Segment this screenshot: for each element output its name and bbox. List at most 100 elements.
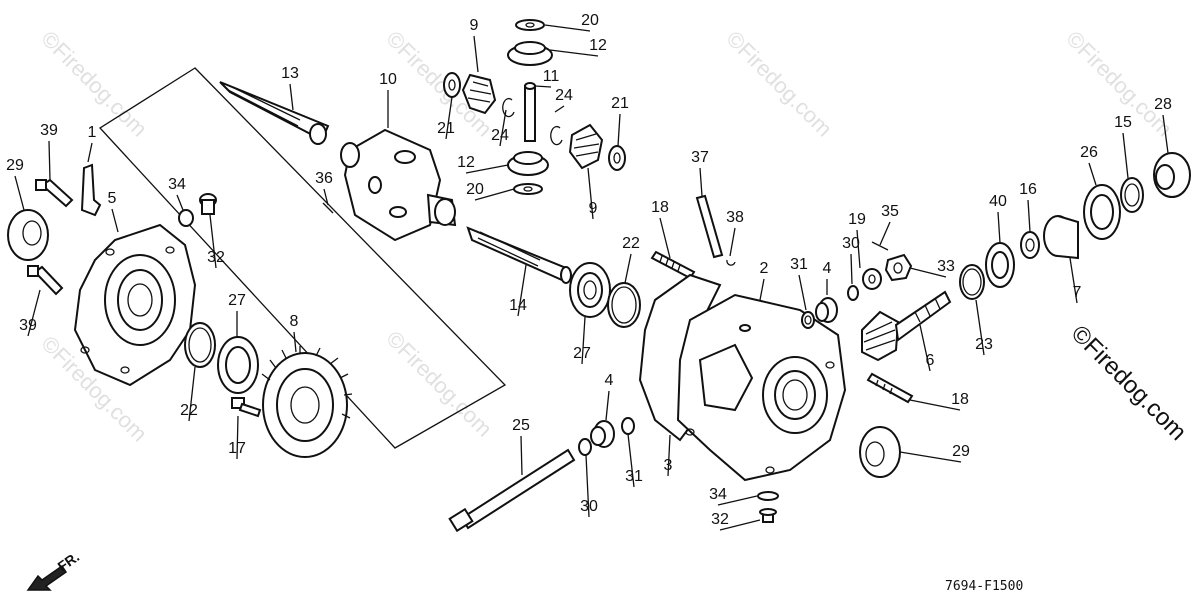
part-26-bearing (1083, 184, 1121, 240)
leader-line-13 (289, 83, 294, 111)
watermark-large: ©Firedog.com (1066, 320, 1192, 446)
part-32-plug-left (199, 193, 217, 215)
leader-line-27 (581, 316, 586, 365)
part-24-snap-ring-a (502, 97, 515, 118)
callout-23: 23 (975, 336, 993, 353)
part-18-stud-bottom (866, 372, 914, 404)
part-4-seal-lower (590, 420, 615, 448)
callout-20: 20 (466, 181, 484, 198)
leader-line-29 (14, 175, 25, 211)
part-40-bearing (985, 242, 1015, 288)
callout-34: 34 (709, 486, 727, 503)
part-25-long-bolt (448, 448, 576, 533)
part-2-transmission-case (676, 293, 847, 482)
part-21-washer-lower (608, 145, 626, 171)
callout-18: 18 (651, 199, 669, 216)
callout-33: 33 (937, 258, 955, 275)
callout-22: 22 (622, 235, 640, 252)
callout-4: 4 (605, 372, 614, 389)
watermark-6: ©Firedog.com (381, 326, 497, 442)
leader-line-36 (323, 188, 329, 206)
leader-line-20 (544, 24, 591, 32)
part-29-seal-right (859, 426, 901, 478)
part-38-clip (726, 259, 736, 266)
part-22-ring-right (607, 282, 641, 328)
callout-12: 12 (589, 37, 607, 54)
part-32-plug-bottom (759, 508, 777, 523)
leader-line-32 (209, 214, 217, 269)
part-18-stud-top (650, 250, 696, 280)
leader-line-24 (499, 109, 507, 147)
leader-line-5 (111, 208, 119, 233)
callout-31: 31 (790, 256, 808, 273)
leader-line-34 (176, 194, 184, 211)
leader-line-34 (717, 495, 758, 506)
part-33-nut (884, 253, 913, 282)
callout-1: 1 (88, 124, 97, 141)
callout-18: 18 (951, 391, 969, 408)
drawing-code: 7694-F1500 (945, 579, 1023, 594)
assembly-outline (98, 67, 507, 449)
callout-21: 21 (611, 95, 629, 112)
callout-28: 28 (1154, 96, 1172, 113)
leader-line-22 (188, 366, 196, 422)
leader-line-18 (659, 217, 671, 259)
part-30-washer-upper (847, 285, 859, 301)
part-30-washer-lower (578, 438, 592, 456)
part-27-bearing-left (217, 336, 259, 394)
callout-34: 34 (168, 176, 186, 193)
leader-line-16 (1027, 199, 1031, 233)
leader-line-18 (909, 399, 961, 411)
callout-40: 40 (989, 193, 1007, 210)
part-28-seal (1153, 152, 1191, 198)
callout-8: 8 (290, 313, 299, 330)
leader-line-29 (899, 451, 962, 463)
leader-line-1 (87, 142, 93, 163)
part-12-gear-top (507, 41, 553, 66)
callout-30: 30 (842, 235, 860, 252)
leader-line-3 (667, 434, 671, 477)
leader-line-31 (798, 274, 807, 311)
callout-12: 12 (457, 154, 475, 171)
callout-4: 4 (823, 260, 832, 277)
callout-16: 16 (1019, 181, 1037, 198)
callout-5: 5 (108, 190, 117, 207)
part-31-ring-upper (801, 311, 815, 329)
part-12-gear-lower (507, 151, 549, 176)
callout-19: 19 (848, 211, 866, 228)
leader-line-12 (549, 49, 599, 57)
leader-line-23 (975, 299, 985, 356)
callout-31: 31 (625, 468, 643, 485)
part-39-bolt-top (35, 178, 74, 208)
part-4-seal-upper (815, 297, 838, 323)
callout-30: 30 (580, 498, 598, 515)
leader-line-28 (1162, 114, 1169, 154)
leader-line-15 (1122, 132, 1129, 179)
part-9-gear-top (461, 73, 497, 115)
leader-line-17 (236, 415, 239, 460)
callout-15: 15 (1114, 114, 1132, 131)
callout-37: 37 (691, 149, 709, 166)
callout-24: 24 (555, 87, 573, 104)
leader-line-30 (850, 253, 853, 285)
callout-32: 32 (711, 511, 729, 528)
part-1-bracket (80, 163, 102, 217)
leader-line-8 (293, 331, 297, 353)
callout-27: 27 (228, 292, 246, 309)
leader-line-21 (445, 96, 453, 140)
callout-35: 35 (881, 203, 899, 220)
callout-39: 39 (19, 317, 37, 334)
part-10-differential-case (340, 128, 457, 242)
callout-7: 7 (1073, 284, 1082, 301)
leader-line-37 (699, 167, 703, 197)
callout-32: 32 (207, 249, 225, 266)
leader-line-25 (520, 435, 523, 476)
leader-line-24 (554, 105, 565, 113)
part-20-washer-lower (513, 183, 543, 195)
callout-10: 10 (379, 71, 397, 88)
leader-line-31 (627, 433, 635, 488)
callout-6: 6 (926, 352, 935, 369)
leader-line-39 (27, 289, 41, 337)
leader-line-14 (517, 264, 527, 317)
leader-line-2 (759, 278, 765, 301)
